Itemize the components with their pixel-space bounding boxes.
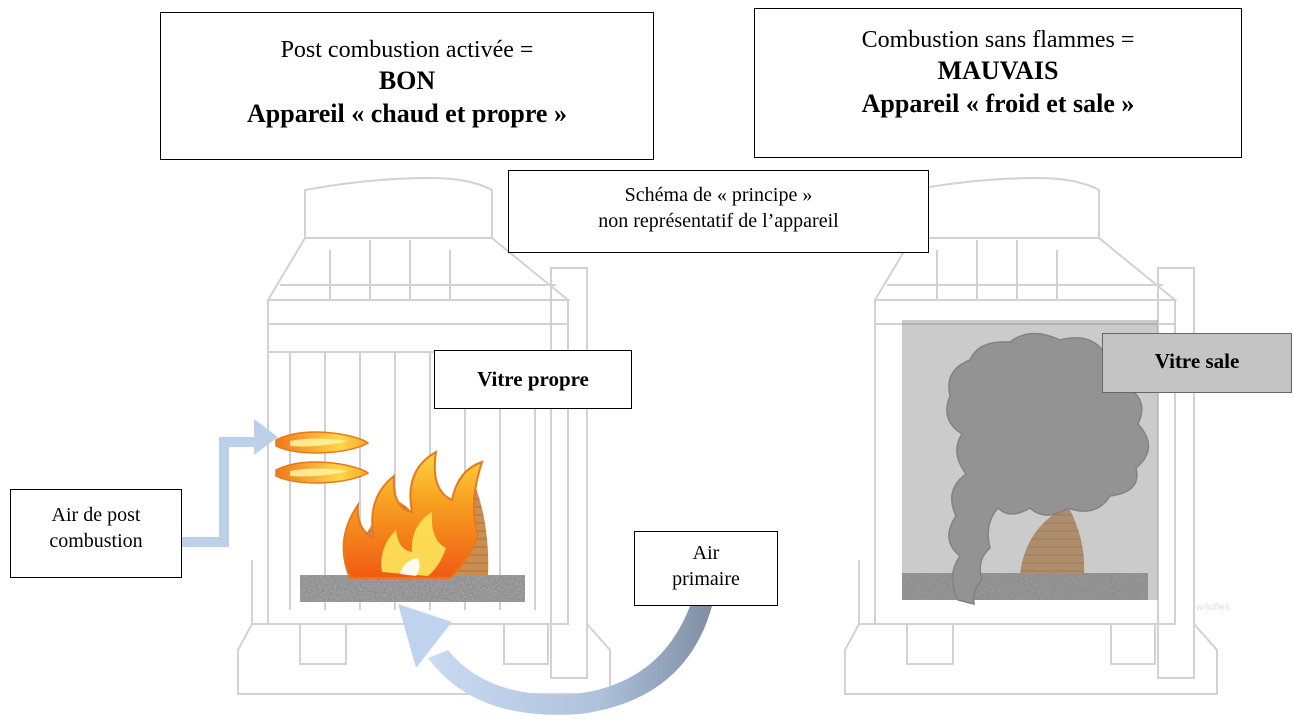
good-combustion-verdict: BON	[378, 66, 436, 95]
wood-log-icon-right	[1020, 506, 1085, 574]
good-combustion-line1: Post combustion activée =	[280, 37, 534, 63]
good-combustion-line3: Appareil « chaud et propre »	[247, 98, 567, 128]
flame-icon-jets	[275, 431, 370, 484]
post-combustion-air-label: Air de post combustion	[10, 489, 182, 578]
post-air-line1: Air de post	[51, 504, 141, 526]
watermark: wikiflex	[1196, 603, 1230, 613]
bad-combustion-box: Combustion sans flammes = MAUVAIS Appare…	[754, 8, 1242, 158]
flame-icon-main	[342, 450, 484, 579]
schema-note-line1: Schéma de « principe »	[624, 184, 813, 206]
good-combustion-box: Post combustion activée = BON Appareil «…	[160, 12, 654, 160]
air-arrow-icon-primary	[398, 604, 712, 715]
clean-glass-label: Vitre propre	[434, 350, 632, 409]
bad-combustion-verdict: MAUVAIS	[937, 56, 1059, 85]
stove-icon-right	[844, 176, 1218, 695]
granite-base-icon-right	[902, 573, 1148, 600]
primary-air-line1: Air	[692, 542, 720, 564]
schema-note-line2: non représentatif de l’appareil	[598, 210, 839, 232]
primary-air-label: Air primaire	[634, 531, 778, 606]
granite-base-icon-left	[300, 575, 525, 602]
air-arrow-icon-post	[182, 419, 278, 547]
bad-combustion-line1: Combustion sans flammes =	[861, 27, 1135, 53]
post-air-line2: combustion	[49, 530, 143, 552]
bad-combustion-line3: Appareil « froid et sale »	[861, 88, 1135, 118]
dirty-glass-label: Vitre sale	[1102, 333, 1292, 393]
primary-air-line2: primaire	[672, 568, 740, 590]
schema-note-box: Schéma de « principe » non représentatif…	[508, 170, 929, 253]
